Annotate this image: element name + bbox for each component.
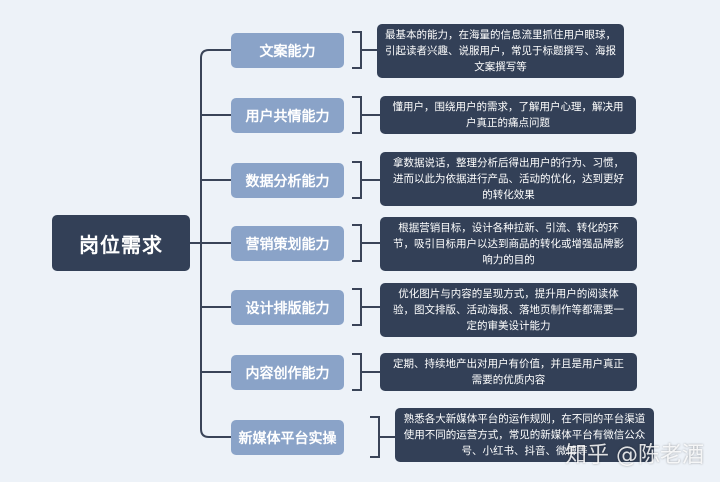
branch-node-copywriting: 文案能力 bbox=[231, 33, 344, 68]
branch-node-design-layout: 设计排版能力 bbox=[231, 290, 344, 325]
connector-path bbox=[190, 31, 395, 458]
root-node: 岗位需求 bbox=[52, 215, 190, 271]
detail-node-user-empathy: 懂用户，围绕用户的需求，了解用户心理，解决用户真正的痛点问题 bbox=[380, 96, 636, 134]
detail-node-new-media-platform: 熟悉各大新媒体平台的运作规则，在不同的平台渠道使用不同的运营方式，常见的新媒体平… bbox=[395, 408, 654, 462]
detail-node-copywriting: 最基本的能力，在海量的信息流里抓住用户眼球，引起读者兴趣、说服用户，常见于标题撰… bbox=[377, 24, 624, 78]
branch-node-content-creation: 内容创作能力 bbox=[231, 355, 344, 390]
detail-node-data-analysis: 拿数据说话，整理分析后得出用户的行为、习惯，进而以此为依据进行产品、活动的优化，… bbox=[380, 152, 637, 206]
branch-node-marketing-planning: 营销策划能力 bbox=[231, 226, 344, 261]
branch-node-user-empathy: 用户共情能力 bbox=[231, 98, 344, 133]
detail-node-content-creation: 定期、持续地产出对用户有价值，并且是用户真正需要的优质内容 bbox=[380, 353, 637, 391]
watermark: 知乎 @陈老酒 bbox=[565, 443, 704, 468]
detail-node-design-layout: 优化图片与内容的呈现方式，提升用户的阅读体验，图文排版、活动海报、落地页制作等都… bbox=[380, 283, 637, 337]
branch-node-data-analysis: 数据分析能力 bbox=[231, 163, 344, 198]
branch-node-new-media-platform: 新媒体平台实操 bbox=[231, 420, 344, 455]
detail-node-marketing-planning: 根据营销目标，设计各种拉新、引流、转化的环节，吸引目标用户以达到商品的转化或增强… bbox=[380, 217, 637, 271]
